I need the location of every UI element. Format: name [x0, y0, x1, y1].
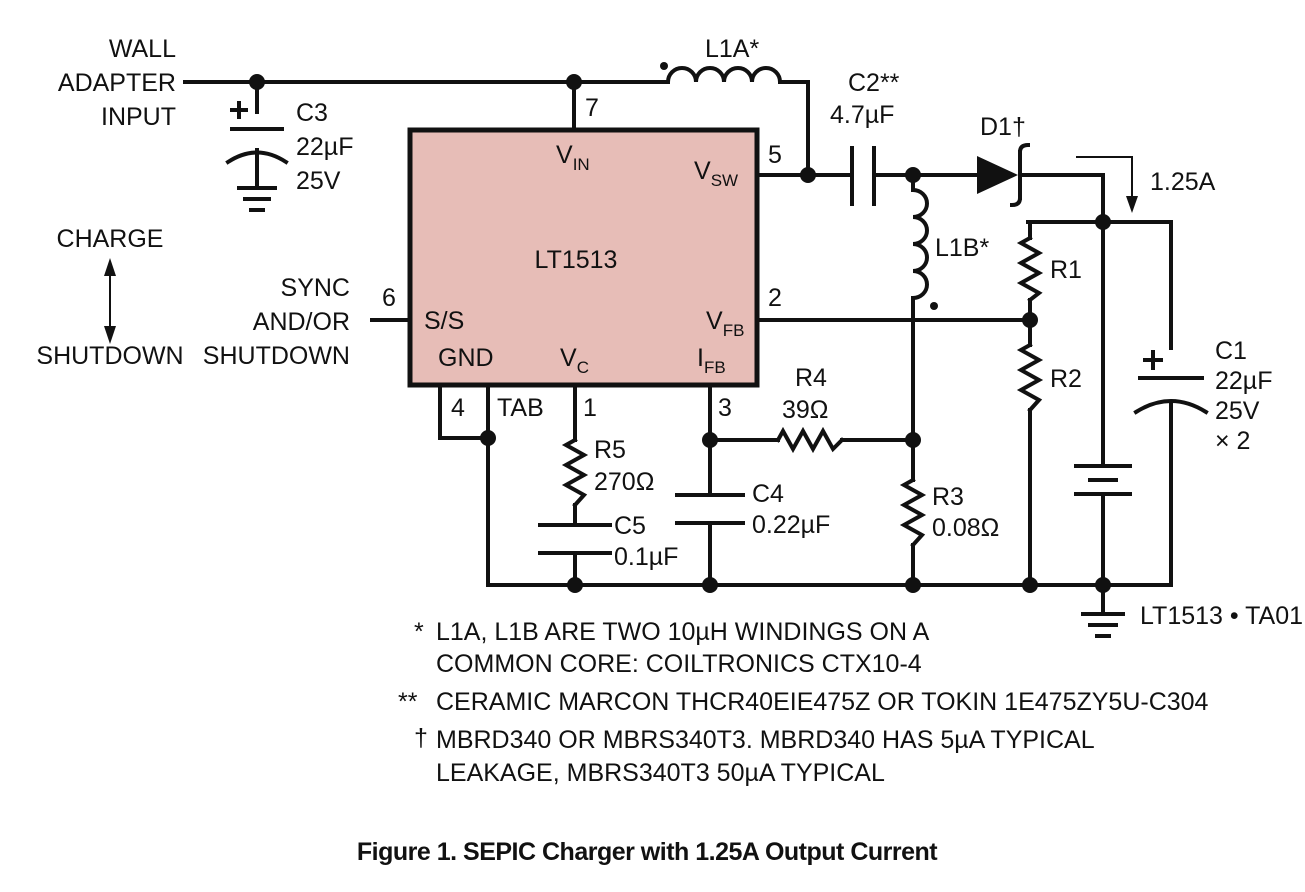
c3-voltage: 25V [296, 167, 341, 195]
current-arrow-icon [1076, 156, 1138, 213]
lt1513-chip [407, 127, 760, 388]
d1-diode [977, 142, 1031, 208]
vin-pin-label: VIN [556, 141, 590, 174]
r5-resistor [561, 437, 589, 508]
c1-voltage: 25V [1215, 397, 1260, 425]
c1-count: × 2 [1215, 427, 1250, 455]
note-3-line-1: MBRD340 OR MBRS340T3. MBRD340 HAS 5µA TY… [436, 726, 1095, 754]
r3-resistor [899, 477, 927, 548]
c5-capacitor [538, 523, 612, 555]
l1b-inductor [910, 187, 938, 310]
note-1-line-2: COMMON CORE: COILTRONICS CTX10-4 [436, 650, 922, 678]
c2-label: C2** [848, 69, 900, 97]
c3-value: 22µF [296, 133, 353, 161]
r4-value: 39Ω [782, 396, 829, 424]
pin-4: 4 [451, 394, 465, 422]
figure-caption: Figure 1. SEPIC Charger with 1.25A Outpu… [357, 838, 938, 866]
c5-label: C5 [614, 512, 646, 540]
c1-label: C1 [1215, 337, 1247, 365]
ground-icon [1081, 612, 1125, 638]
ground-icon [237, 186, 277, 212]
pin-2: 2 [768, 284, 782, 312]
pin-6: 6 [382, 284, 396, 312]
ifb-pin-label: IFB [697, 344, 726, 377]
c4-label: C4 [752, 480, 784, 508]
c3-label: C3 [296, 99, 328, 127]
sync-label: SYNC [281, 274, 350, 302]
gnd-pin-label: GND [438, 344, 494, 372]
vfb-pin-label: VFB [706, 307, 744, 340]
note-2-mark: ** [398, 688, 418, 716]
c4-value: 0.22µF [752, 511, 830, 539]
junction-dots [249, 74, 1111, 593]
tab-label: TAB [497, 394, 544, 422]
c5-value: 0.1µF [614, 543, 678, 571]
figure-code: LT1513 • TA01 [1140, 602, 1303, 630]
battery-icon [1074, 418, 1132, 522]
sync-shutdown-label: SHUTDOWN [203, 342, 350, 370]
ss-pin-label: S/S [424, 307, 464, 335]
pin-3: 3 [718, 394, 732, 422]
note-3-line-2: LEAKAGE, MBRS340T3 50µA TYPICAL [436, 759, 885, 787]
vc-pin-label: VC [560, 344, 589, 377]
c4-capacitor [675, 493, 745, 525]
charge-label: CHARGE [57, 225, 164, 253]
input-label: INPUT [101, 103, 176, 131]
c3-capacitor [225, 101, 289, 188]
note-2-line-1: CERAMIC MARCON THCR40EIE475Z OR TOKIN 1E… [436, 688, 1209, 716]
andor-label: AND/OR [253, 308, 350, 336]
c1-capacitor [1133, 350, 1209, 415]
r4-label: R4 [795, 364, 827, 392]
note-3-mark: † [414, 724, 428, 752]
r2-resistor [1016, 342, 1044, 413]
r5-label: R5 [594, 436, 626, 464]
c1-value: 22µF [1215, 367, 1272, 395]
r3-label: R3 [932, 483, 964, 511]
r1-label: R1 [1050, 256, 1082, 284]
c2-value: 4.7µF [830, 101, 894, 129]
r4-resistor [775, 426, 845, 454]
note-1-line-1: L1A, L1B ARE TWO 10µH WINDINGS ON A [436, 618, 930, 646]
l1a-label: L1A* [705, 35, 759, 63]
shutdown-label: SHUTDOWN [36, 342, 183, 370]
r1-resistor [1016, 235, 1044, 303]
vsw-pin-label: VSW [694, 157, 738, 190]
l1a-inductor [660, 62, 783, 85]
l1b-label: L1B* [935, 234, 989, 262]
d1-label: D1† [980, 113, 1026, 141]
note-1-mark: * [414, 618, 424, 646]
r5-value: 270Ω [594, 468, 654, 496]
pin-7: 7 [585, 94, 599, 122]
r3-value: 0.08Ω [932, 514, 999, 542]
wall-label: WALL [109, 35, 176, 63]
double-arrow-icon [104, 258, 116, 344]
adapter-label: ADAPTER [58, 69, 176, 97]
wires [183, 80, 1173, 614]
ic-name: LT1513 [535, 246, 618, 274]
pin-1: 1 [583, 394, 597, 422]
c2-capacitor [850, 146, 876, 206]
current-label: 1.25A [1150, 168, 1216, 196]
pin-5: 5 [768, 141, 782, 169]
r2-label: R2 [1050, 365, 1082, 393]
